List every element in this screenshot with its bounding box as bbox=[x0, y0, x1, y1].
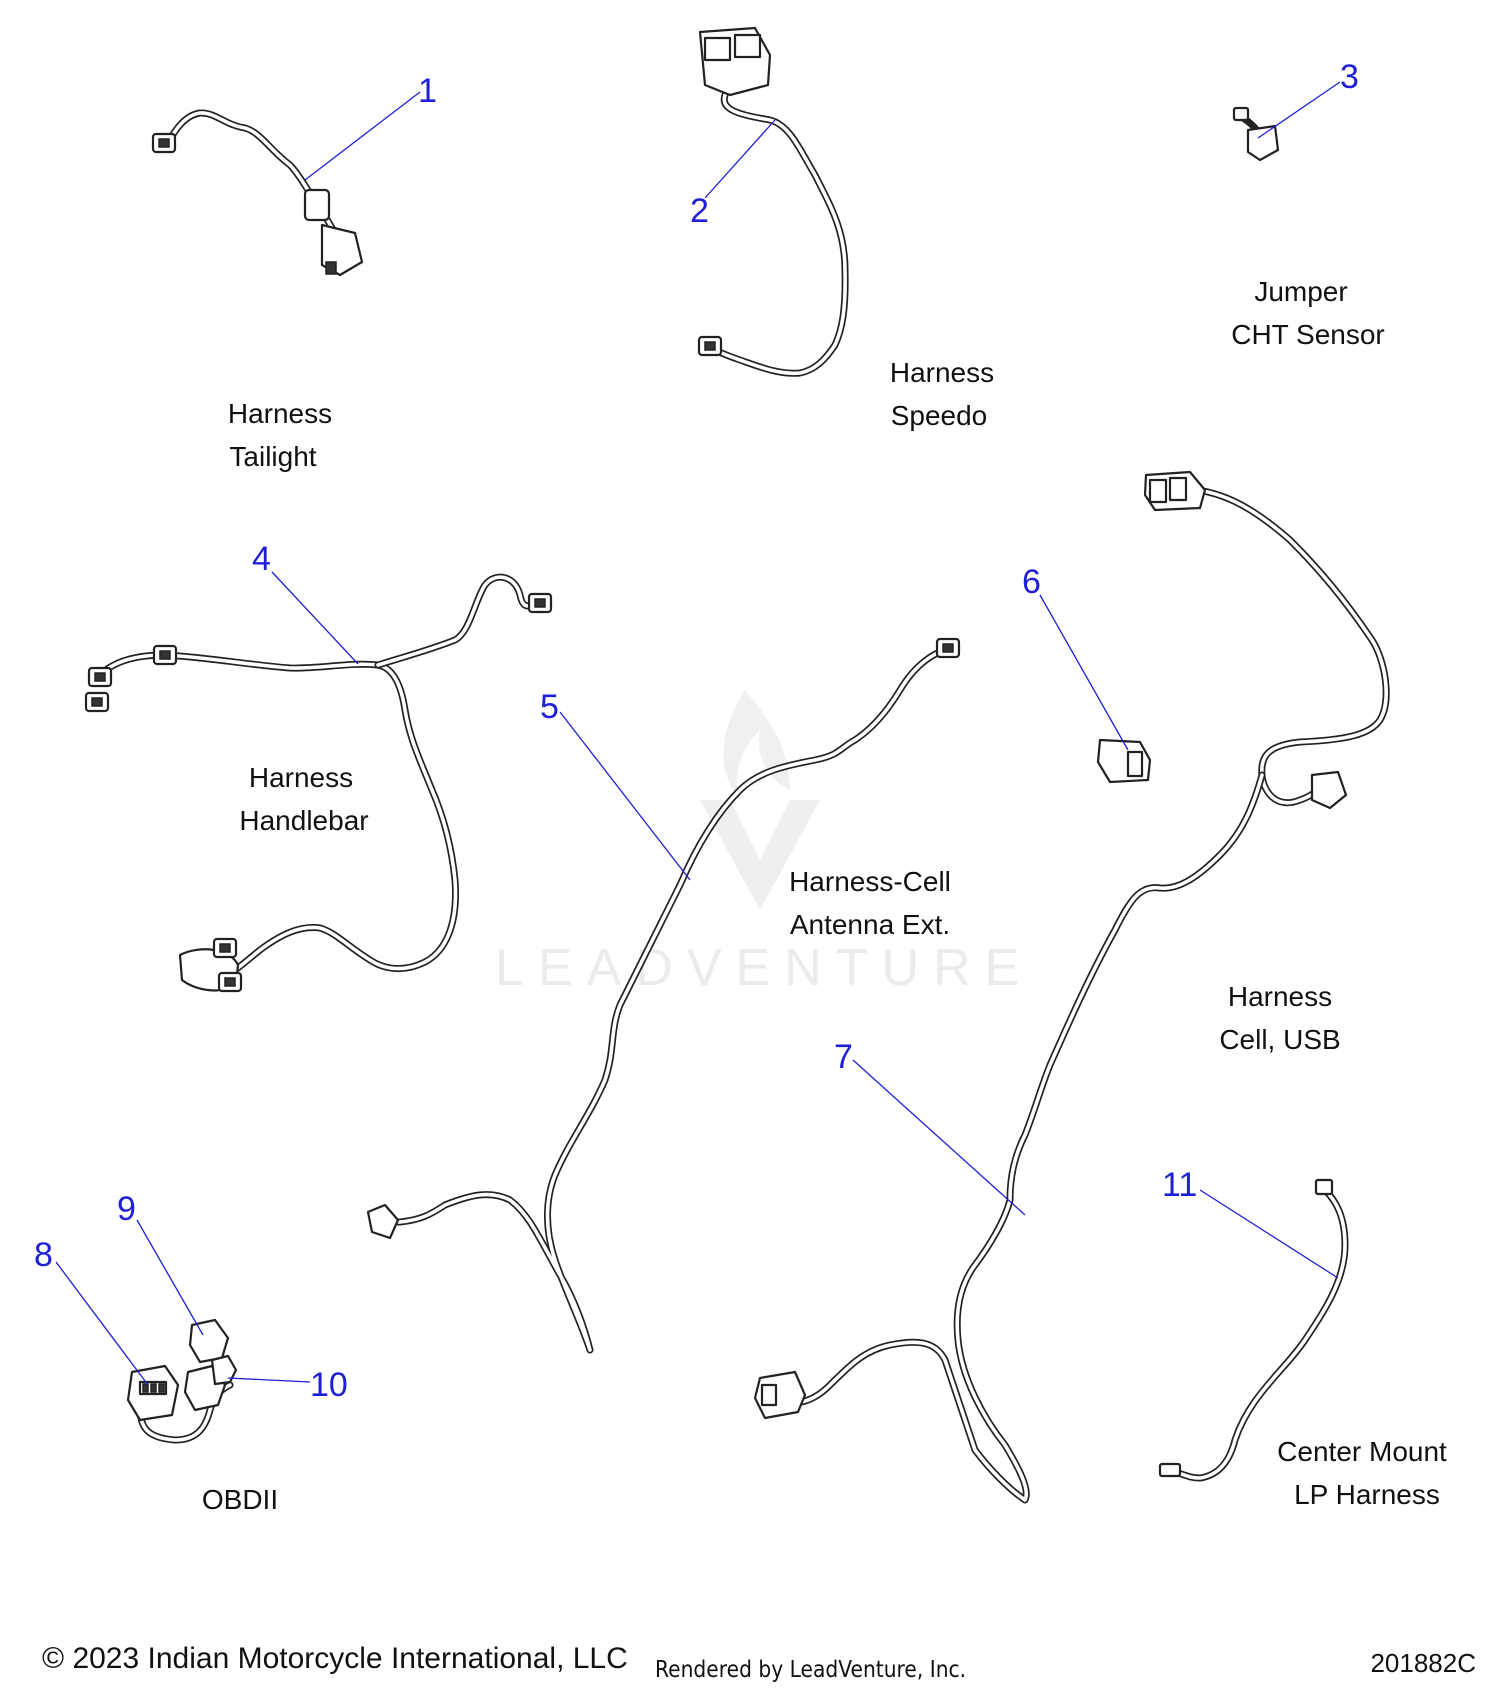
part-obdii bbox=[126, 1318, 238, 1444]
label-harness-speedo: Harness Speedo bbox=[867, 351, 1017, 437]
callout-numbers: 1 2 3 4 5 6 7 8 9 10 11 bbox=[34, 58, 1359, 1404]
leader-lines bbox=[55, 81, 1341, 1386]
label-harness-tailight-line1: Harness bbox=[227, 398, 333, 429]
label-center-mount-lp-harness: Center Mount LP Harness bbox=[1262, 1430, 1462, 1516]
label-obdii-line1: OBDII bbox=[201, 1484, 279, 1515]
callout-6: 6 bbox=[1022, 563, 1041, 601]
callout-5: 5 bbox=[540, 688, 559, 726]
part-harness-cell-antenna bbox=[366, 637, 961, 1354]
part-harness-speedo bbox=[697, 26, 849, 377]
label-harness-cell-antenna-line2: Antenna Ext. bbox=[789, 909, 951, 940]
part-6-connector bbox=[1096, 738, 1152, 784]
label-harness-handlebar: Harness Handlebar bbox=[219, 756, 389, 842]
watermark-logo: LEADVENTURE bbox=[495, 690, 1033, 997]
callout-2: 2 bbox=[690, 192, 709, 230]
callout-7: 7 bbox=[834, 1038, 853, 1076]
label-jumper-cht-sensor: Jumper CHT Sensor bbox=[1208, 270, 1408, 356]
diagram-id: 201882C bbox=[1370, 1648, 1476, 1678]
label-harness-cell-usb-line2: Cell, USB bbox=[1219, 1024, 1341, 1055]
label-harness-handlebar-line1: Harness bbox=[248, 762, 354, 793]
label-center-mount-lp-harness-line2: LP Harness bbox=[1294, 1479, 1440, 1510]
label-jumper-cht-sensor-line2: CHT Sensor bbox=[1231, 319, 1385, 350]
label-jumper-cht-sensor-line1: Jumper bbox=[1254, 276, 1348, 307]
label-harness-cell-antenna-line1: Harness-Cell bbox=[789, 866, 951, 897]
part-harness-cell-usb bbox=[753, 470, 1390, 1504]
callout-9: 9 bbox=[117, 1190, 136, 1228]
label-obdii: OBDII bbox=[180, 1478, 300, 1521]
callout-8: 8 bbox=[34, 1236, 53, 1274]
label-harness-handlebar-line2: Handlebar bbox=[239, 805, 369, 836]
part-jumper-cht-sensor bbox=[1232, 106, 1280, 162]
callout-11: 11 bbox=[1162, 1166, 1197, 1204]
watermark-text: LEADVENTURE bbox=[495, 939, 1033, 997]
label-harness-speedo-line2: Speedo bbox=[890, 400, 988, 431]
part-harness-handlebar bbox=[84, 573, 553, 993]
label-harness-cell-usb: Harness Cell, USB bbox=[1195, 975, 1365, 1061]
label-center-mount-lp-harness-line1: Center Mount bbox=[1277, 1436, 1447, 1467]
callout-4: 4 bbox=[252, 540, 271, 578]
copyright-notice: © 2023 Indian Motorcycle International, … bbox=[42, 1642, 628, 1675]
label-harness-tailight: Harness Tailight bbox=[200, 392, 360, 478]
label-harness-cell-antenna: Harness-Cell Antenna Ext. bbox=[770, 860, 970, 946]
part-harness-tailight bbox=[151, 109, 364, 277]
callout-3: 3 bbox=[1340, 58, 1359, 96]
label-harness-cell-usb-line1: Harness bbox=[1227, 981, 1333, 1012]
label-harness-tailight-line2: Tailight bbox=[229, 441, 317, 472]
callout-1: 1 bbox=[418, 72, 437, 110]
part-center-mount-lp-harness bbox=[1158, 1178, 1349, 1482]
callout-10: 10 bbox=[310, 1366, 348, 1404]
rendered-by-note: Rendered by LeadVenture, Inc. bbox=[655, 1657, 967, 1683]
label-harness-speedo-line1: Harness bbox=[889, 357, 995, 388]
